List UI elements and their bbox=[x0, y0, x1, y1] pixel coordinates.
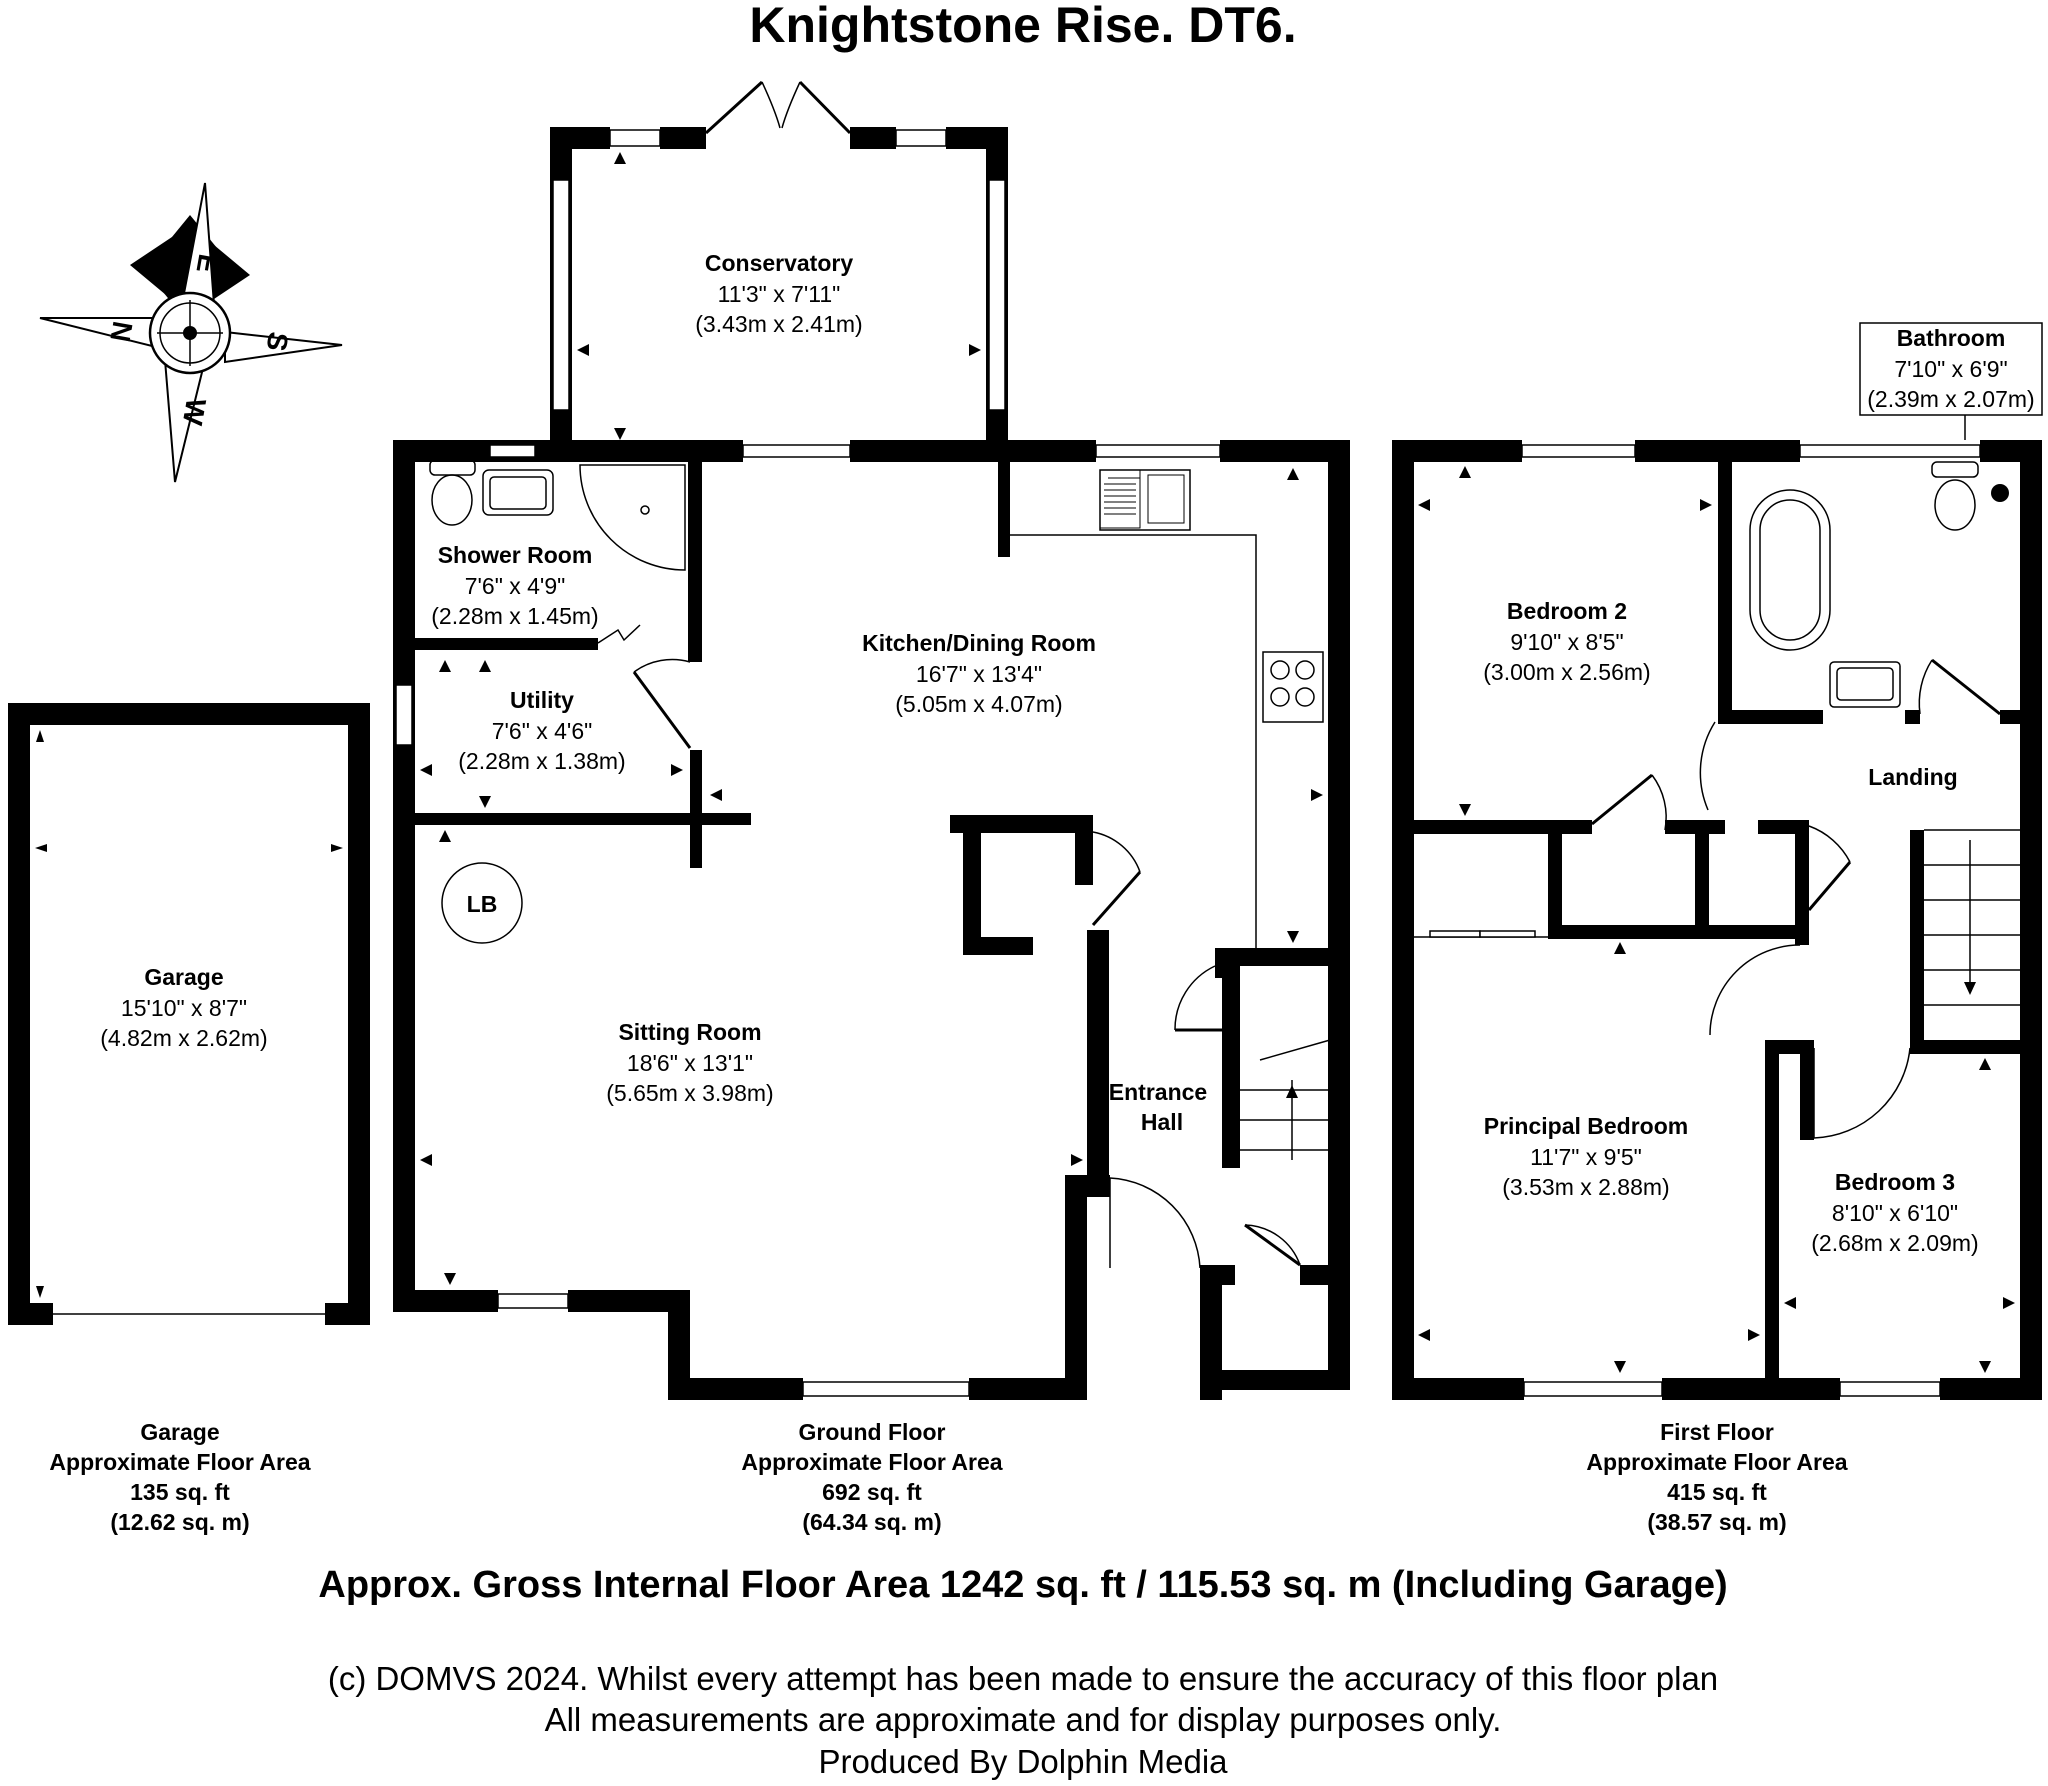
ground-floor-plan: LB bbox=[393, 80, 1350, 1400]
garage-floor-area: Garage Approximate Floor Area 135 sq. ft… bbox=[49, 1419, 310, 1535]
garage-metric: (4.82m x 2.62m) bbox=[100, 1025, 267, 1051]
footer-disclaimer-line2: All measurements are approximate and for… bbox=[545, 1701, 1502, 1738]
ground-area-line1: Ground Floor bbox=[799, 1419, 946, 1445]
first-area-line2: Approximate Floor Area bbox=[1586, 1449, 1847, 1475]
kitchen-dining-name: Kitchen/Dining Room bbox=[862, 630, 1096, 656]
room-garage: Garage 15'10" x 8'7" (4.82m x 2.62m) bbox=[100, 964, 267, 1051]
bedroom-2-metric: (3.00m x 2.56m) bbox=[1483, 659, 1650, 685]
garage-area-line4: (12.62 sq. m) bbox=[110, 1509, 249, 1535]
bedroom-2-imperial: 9'10" x 8'5" bbox=[1510, 629, 1623, 655]
footer-producer: Produced By Dolphin Media bbox=[818, 1743, 1228, 1780]
entrance-hall-name-line1: Entrance bbox=[1109, 1079, 1207, 1105]
lb-label: LB bbox=[467, 891, 498, 917]
room-shower-room: Shower Room 7'6" x 4'9" (2.28m x 1.45m) bbox=[431, 542, 598, 629]
principal-bedroom-metric: (3.53m x 2.88m) bbox=[1502, 1174, 1669, 1200]
ground-floor-area: Ground Floor Approximate Floor Area 692 … bbox=[741, 1419, 1002, 1535]
principal-bedroom-name: Principal Bedroom bbox=[1484, 1113, 1688, 1139]
first-area-line4: (38.57 sq. m) bbox=[1647, 1509, 1786, 1535]
conservatory-metric: (3.43m x 2.41m) bbox=[695, 311, 862, 337]
compass-rose: E N S W bbox=[39, 182, 343, 483]
ground-area-line4: (64.34 sq. m) bbox=[802, 1509, 941, 1535]
garage-area-line3: 135 sq. ft bbox=[130, 1479, 230, 1505]
conservatory-name: Conservatory bbox=[705, 250, 853, 276]
ground-area-line2: Approximate Floor Area bbox=[741, 1449, 1002, 1475]
kitchen-dining-imperial: 16'7" x 13'4" bbox=[916, 661, 1042, 687]
room-bedroom-3: Bedroom 3 8'10" x 6'10" (2.68m x 2.09m) bbox=[1811, 1169, 1978, 1256]
utility-name: Utility bbox=[510, 687, 574, 713]
garage-area-line1: Garage bbox=[140, 1419, 219, 1445]
compass-n-label: N bbox=[104, 319, 138, 344]
room-kitchen-dining: Kitchen/Dining Room 16'7" x 13'4" (5.05m… bbox=[862, 630, 1096, 717]
first-floor-area: First Floor Approximate Floor Area 415 s… bbox=[1586, 1419, 1847, 1535]
shower-room-metric: (2.28m x 1.45m) bbox=[431, 603, 598, 629]
sitting-room-imperial: 18'6" x 13'1" bbox=[627, 1050, 753, 1076]
room-sitting-room: Sitting Room 18'6" x 13'1" (5.65m x 3.98… bbox=[606, 1019, 773, 1106]
gross-internal-area: Approx. Gross Internal Floor Area 1242 s… bbox=[318, 1564, 1727, 1606]
garage-name: Garage bbox=[144, 964, 223, 990]
bedroom-3-imperial: 8'10" x 6'10" bbox=[1832, 1200, 1958, 1226]
ground-area-line3: 692 sq. ft bbox=[822, 1479, 922, 1505]
utility-imperial: 7'6" x 4'6" bbox=[492, 718, 593, 744]
room-bedroom-2: Bedroom 2 9'10" x 8'5" (3.00m x 2.56m) bbox=[1483, 598, 1650, 685]
sitting-room-metric: (5.65m x 3.98m) bbox=[606, 1080, 773, 1106]
bathroom-metric: (2.39m x 2.07m) bbox=[1867, 386, 2034, 412]
lb-marker bbox=[441, 862, 523, 944]
garage-area-line2: Approximate Floor Area bbox=[49, 1449, 310, 1475]
shower-room-imperial: 7'6" x 4'9" bbox=[465, 573, 566, 599]
room-bathroom: Bathroom 7'10" x 6'9" (2.39m x 2.07m) bbox=[1867, 325, 2034, 412]
compass-e-label: E bbox=[190, 252, 224, 276]
compass-s-label: S bbox=[260, 330, 294, 354]
footer-disclaimer-line1: (c) DOMVS 2024. Whilst every attempt has… bbox=[328, 1660, 1718, 1697]
first-floor-plan bbox=[1392, 322, 2043, 1400]
first-area-line1: First Floor bbox=[1660, 1419, 1774, 1445]
garage-plan bbox=[8, 703, 370, 1325]
utility-metric: (2.28m x 1.38m) bbox=[458, 748, 625, 774]
room-principal-bedroom: Principal Bedroom 11'7" x 9'5" (3.53m x … bbox=[1484, 1113, 1688, 1200]
bedroom-3-name: Bedroom 3 bbox=[1835, 1169, 1955, 1195]
room-conservatory: Conservatory 11'3" x 7'11" (3.43m x 2.41… bbox=[695, 250, 862, 337]
bathroom-imperial: 7'10" x 6'9" bbox=[1894, 356, 2007, 382]
room-entrance-hall: Entrance Hall bbox=[1109, 1079, 1207, 1135]
garage-imperial: 15'10" x 8'7" bbox=[121, 995, 247, 1021]
room-utility: Utility 7'6" x 4'6" (2.28m x 1.38m) bbox=[458, 687, 625, 774]
kitchen-dining-metric: (5.05m x 4.07m) bbox=[895, 691, 1062, 717]
conservatory-imperial: 11'3" x 7'11" bbox=[718, 281, 841, 307]
first-area-line3: 415 sq. ft bbox=[1667, 1479, 1767, 1505]
shower-room-name: Shower Room bbox=[438, 542, 593, 568]
bedroom-3-metric: (2.68m x 2.09m) bbox=[1811, 1230, 1978, 1256]
bedroom-2-name: Bedroom 2 bbox=[1507, 598, 1627, 624]
bathroom-name: Bathroom bbox=[1897, 325, 2006, 351]
sitting-room-name: Sitting Room bbox=[618, 1019, 761, 1045]
compass-w-label: W bbox=[177, 396, 212, 428]
room-landing: Landing bbox=[1868, 764, 1957, 790]
principal-bedroom-imperial: 11'7" x 9'5" bbox=[1530, 1144, 1642, 1170]
landing-name: Landing bbox=[1868, 764, 1957, 790]
entrance-hall-name-line2: Hall bbox=[1141, 1109, 1183, 1135]
plan-title: Knightstone Rise. DT6. bbox=[749, 0, 1296, 53]
